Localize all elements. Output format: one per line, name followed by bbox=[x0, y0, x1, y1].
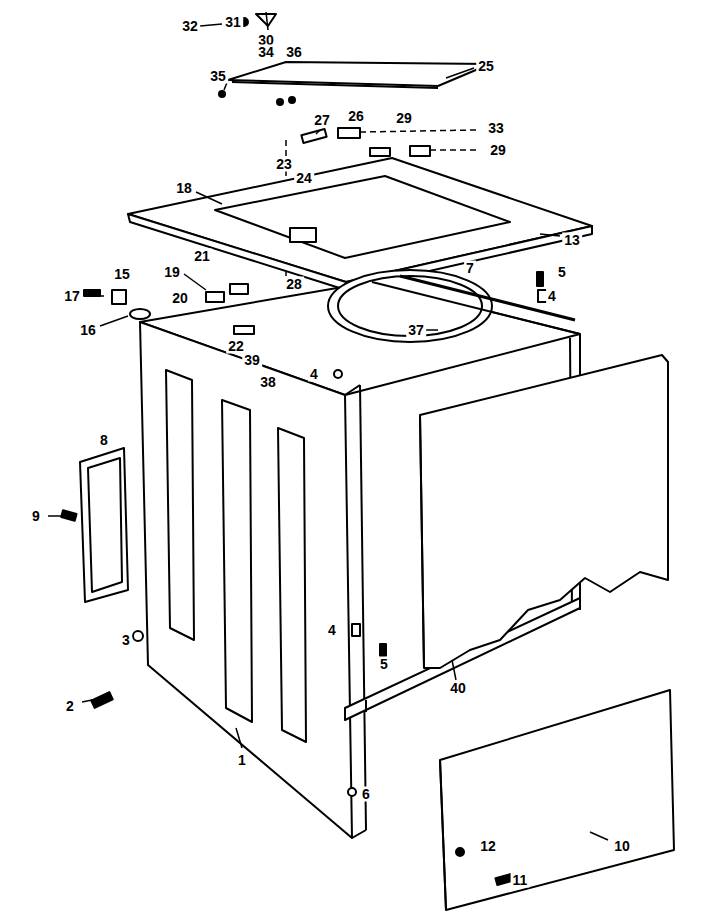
callout-number: 37 bbox=[406, 323, 426, 338]
callout-number: 11 bbox=[511, 873, 530, 888]
callout-number: 23 bbox=[274, 157, 294, 172]
callout-number: 3 bbox=[120, 633, 132, 648]
callout-number: 29 bbox=[394, 111, 414, 126]
callout-number: 4 bbox=[326, 623, 338, 638]
callout-number: 26 bbox=[346, 109, 366, 124]
callout-number: 31 bbox=[223, 15, 243, 30]
callout-number: 16 bbox=[78, 323, 98, 338]
callout-number: 5 bbox=[378, 657, 390, 672]
callout-number: 15 bbox=[112, 267, 132, 282]
callout-number: 29 bbox=[488, 143, 508, 158]
callout-number: 36 bbox=[284, 45, 304, 60]
callout-number: 24 bbox=[294, 171, 314, 186]
callout-number: 28 bbox=[284, 277, 304, 292]
callout-number: 12 bbox=[478, 839, 498, 854]
callout-number: 38 bbox=[258, 375, 278, 390]
callout-number: 27 bbox=[312, 113, 332, 128]
callout-number: 10 bbox=[612, 839, 632, 854]
callout-number: 6 bbox=[360, 787, 372, 802]
callout-number: 19 bbox=[162, 265, 182, 280]
callout-number: 2 bbox=[64, 699, 76, 714]
callout-number: 18 bbox=[174, 181, 194, 196]
callout-number: 32 bbox=[180, 19, 200, 34]
callout-number: 7 bbox=[464, 261, 476, 276]
callout-number: 17 bbox=[62, 289, 82, 304]
callout-number: 39 bbox=[242, 353, 262, 368]
callout-number: 21 bbox=[192, 249, 212, 264]
callout-number: 1 bbox=[236, 753, 248, 768]
callout-number: 40 bbox=[448, 681, 468, 696]
callout-number: 22 bbox=[226, 339, 246, 354]
callout-number: 8 bbox=[98, 433, 110, 448]
callout-number: 35 bbox=[208, 69, 228, 84]
callout-number: 34 bbox=[256, 45, 276, 60]
callout-number: 9 bbox=[30, 509, 42, 524]
callout-number: 25 bbox=[476, 59, 496, 74]
callout-number: 20 bbox=[170, 291, 190, 306]
callout-number: 4 bbox=[546, 289, 558, 304]
callout-number: 33 bbox=[486, 121, 506, 136]
callout-number: 13 bbox=[562, 233, 582, 248]
callout-number: 4 bbox=[308, 367, 320, 382]
callout-number: 5 bbox=[556, 265, 568, 280]
